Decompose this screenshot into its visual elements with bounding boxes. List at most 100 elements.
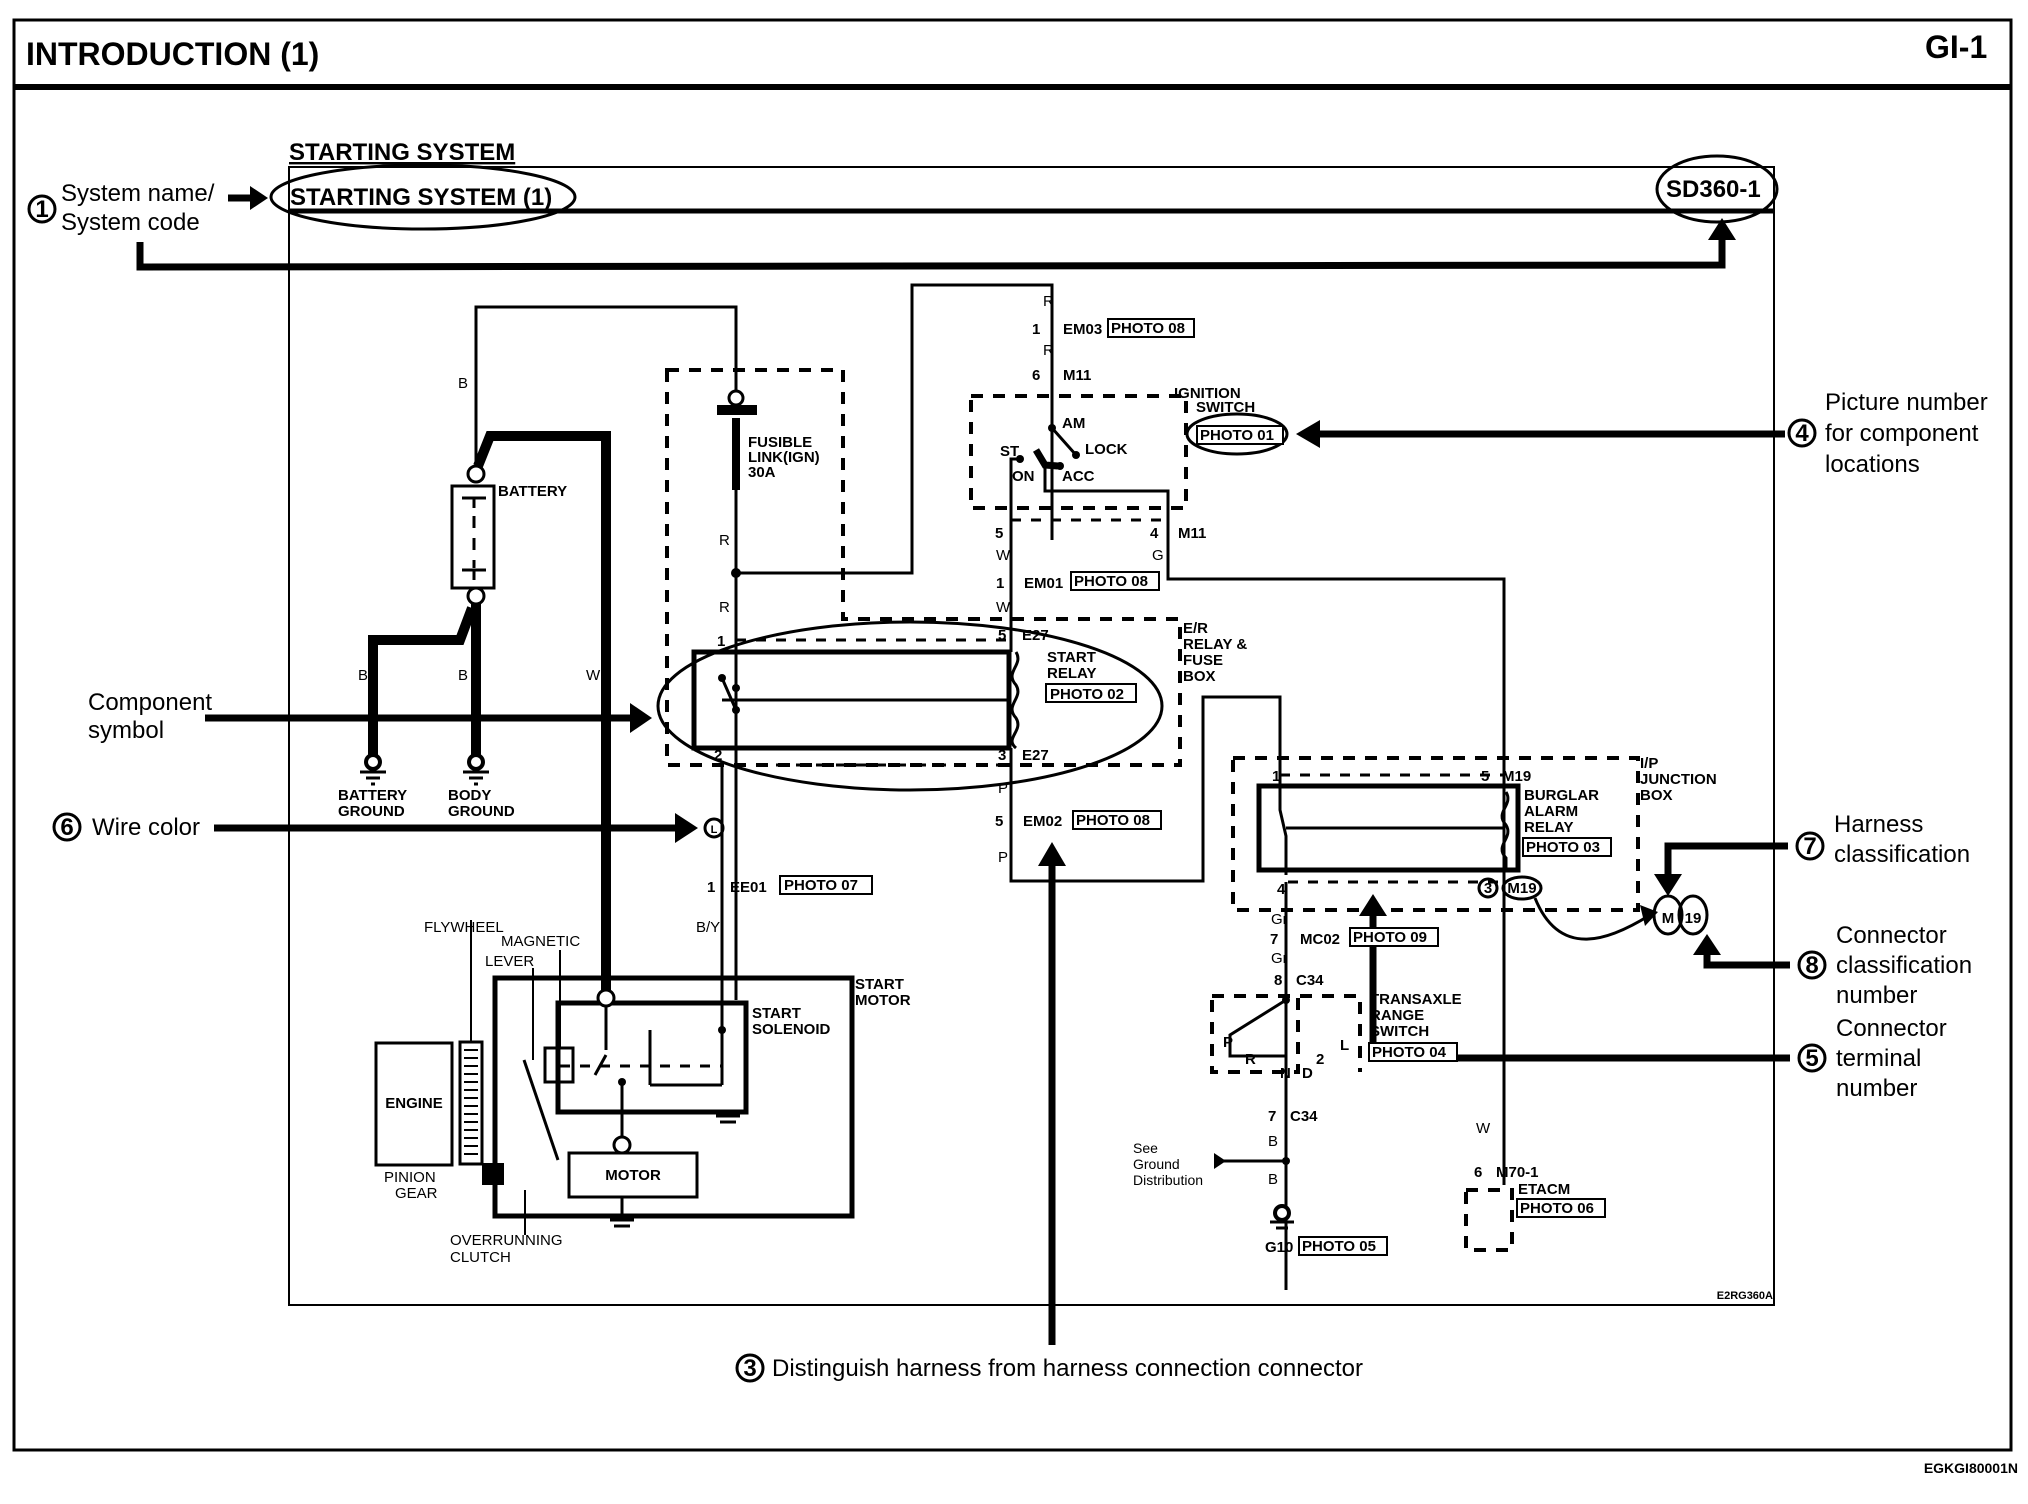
pinion-label: PINION xyxy=(384,1169,436,1186)
arrow-head-icon xyxy=(1296,420,1320,448)
photo-label: PHOTO 01 xyxy=(1200,427,1274,444)
photo-tag[interactable] xyxy=(1072,810,1162,830)
lever-label: LEVER xyxy=(485,953,534,970)
photo-tag[interactable] xyxy=(1522,837,1612,857)
start-motor-label: START xyxy=(855,976,904,993)
wire-color-gr: Gr xyxy=(1271,911,1288,928)
pin-label: 6 xyxy=(1032,367,1040,384)
switch-lever xyxy=(1032,448,1059,470)
wire-w-main xyxy=(473,431,611,1000)
photo-tag[interactable] xyxy=(1298,1236,1388,1256)
transaxle-position: N xyxy=(1280,1065,1291,1082)
relay-switch xyxy=(720,648,1010,711)
pin-label: 1 xyxy=(1272,768,1280,785)
fusible-link-label: FUSIBLE xyxy=(748,434,812,451)
callout-number-circle xyxy=(1797,950,1827,980)
ground-symbol xyxy=(1270,1220,1294,1230)
motor-terminal xyxy=(596,988,616,1008)
battery-ground-label: GROUND xyxy=(338,803,405,820)
photo-tag[interactable] xyxy=(779,875,873,895)
wire-color-p: P xyxy=(998,780,1008,797)
ground-icon xyxy=(1273,1204,1291,1222)
ip-box-label: I/P xyxy=(1640,755,1658,772)
photo-tag[interactable] xyxy=(1196,425,1284,445)
callout-8-line2: classification xyxy=(1836,952,1972,979)
arrow-head-icon xyxy=(1640,905,1658,926)
start-solenoid-label: SOLENOID xyxy=(752,1021,831,1038)
photo-tag[interactable] xyxy=(1107,318,1195,338)
wire-color-l: L xyxy=(711,824,718,836)
wire-r-ignition xyxy=(736,283,1054,575)
ignition-position: LOCK xyxy=(1085,441,1128,458)
clutch-label: OVERRUNNING xyxy=(450,1232,563,1249)
connector-label: E27 xyxy=(1022,747,1049,764)
system-code: SD360-1 xyxy=(1666,176,1761,203)
pin-label: 2 xyxy=(714,747,722,764)
g10-label: G10 xyxy=(1265,1239,1293,1256)
callout-6-text: Wire color xyxy=(92,814,200,841)
wire-color-b: B xyxy=(358,667,368,684)
arrow-head-icon xyxy=(1038,842,1066,866)
ground-icon xyxy=(610,1197,634,1228)
wire-color-r: R xyxy=(719,599,730,616)
connector-label: M11 xyxy=(1063,367,1091,384)
section-title: INTRODUCTION (1) xyxy=(26,36,319,72)
flywheel-teeth xyxy=(464,1049,478,1155)
callout-7-line2: classification xyxy=(1834,841,1970,868)
connector-label: EM03 xyxy=(1063,321,1102,338)
system-title: STARTING SYSTEM (1) xyxy=(290,184,552,211)
connector-label: EM01 xyxy=(1024,575,1063,592)
photo-label: PHOTO 09 xyxy=(1353,929,1427,946)
wire-color-b: B xyxy=(458,667,468,684)
callout-number: 5 xyxy=(1805,1045,1818,1072)
er-relay-fuse-box xyxy=(665,368,1182,767)
page-code: GI-1 xyxy=(1925,29,1987,65)
transaxle-position: 2 xyxy=(1316,1051,1324,1068)
photo-tag[interactable] xyxy=(1070,571,1160,591)
connector-label: EM02 xyxy=(1023,813,1062,830)
transaxle-position: D xyxy=(1302,1065,1313,1082)
relay-contact xyxy=(732,706,740,714)
er-box-label: E/R xyxy=(1183,620,1208,637)
connector-label: C34 xyxy=(1296,972,1324,989)
fusible-link-label: LINK(IGN) xyxy=(748,449,820,466)
photo-label: PHOTO 05 xyxy=(1302,1238,1376,1255)
harness-badge-num: 19 xyxy=(1685,910,1702,927)
page-frame xyxy=(12,18,2013,1452)
callout-7-line xyxy=(1664,842,1788,880)
photo-tag[interactable] xyxy=(1368,1042,1458,1062)
connector-label: MC02 xyxy=(1300,931,1340,948)
ip-box-label: BOX xyxy=(1640,787,1673,804)
battery-label: BATTERY xyxy=(498,483,567,500)
pin-label: 1 xyxy=(1032,321,1040,338)
motor-box xyxy=(567,1151,699,1199)
leader-lines xyxy=(470,920,561,1235)
body-ground-label: BODY xyxy=(448,787,491,804)
relay-connector-lines xyxy=(1280,773,1504,884)
arrow-head-icon xyxy=(1214,1153,1226,1169)
photo-tag[interactable] xyxy=(1516,1198,1606,1218)
diagram-frame xyxy=(288,166,1775,1306)
start-motor-label: MOTOR xyxy=(855,992,911,1009)
connector-label: M11 xyxy=(1178,525,1206,542)
transaxle-label: TRANSAXLE xyxy=(1370,991,1462,1008)
photo-tag[interactable] xyxy=(1045,683,1137,703)
motor-label: MOTOR xyxy=(605,1167,661,1184)
callout-number-circle xyxy=(27,194,57,224)
ground-symbol xyxy=(360,770,386,786)
photo-tag[interactable] xyxy=(1349,927,1439,947)
fusible-link-label: 30A xyxy=(748,464,776,481)
callout-number: 1 xyxy=(35,196,48,223)
pin-label: 7 xyxy=(1270,931,1278,948)
connector-label: M19 xyxy=(1502,768,1531,785)
engine-box xyxy=(374,1041,454,1167)
connector-highlight xyxy=(1501,875,1543,901)
start-relay-label: START xyxy=(1047,649,1096,666)
start-motor-box xyxy=(492,975,855,1219)
arrow-head-icon xyxy=(1693,934,1721,955)
callout-7-line1: Harness xyxy=(1834,811,1923,838)
component-symbol-highlight xyxy=(656,620,1164,792)
arrow-head-icon xyxy=(250,186,268,210)
arrow-head-icon xyxy=(1708,218,1736,240)
photo-label: PHOTO 02 xyxy=(1050,686,1124,703)
